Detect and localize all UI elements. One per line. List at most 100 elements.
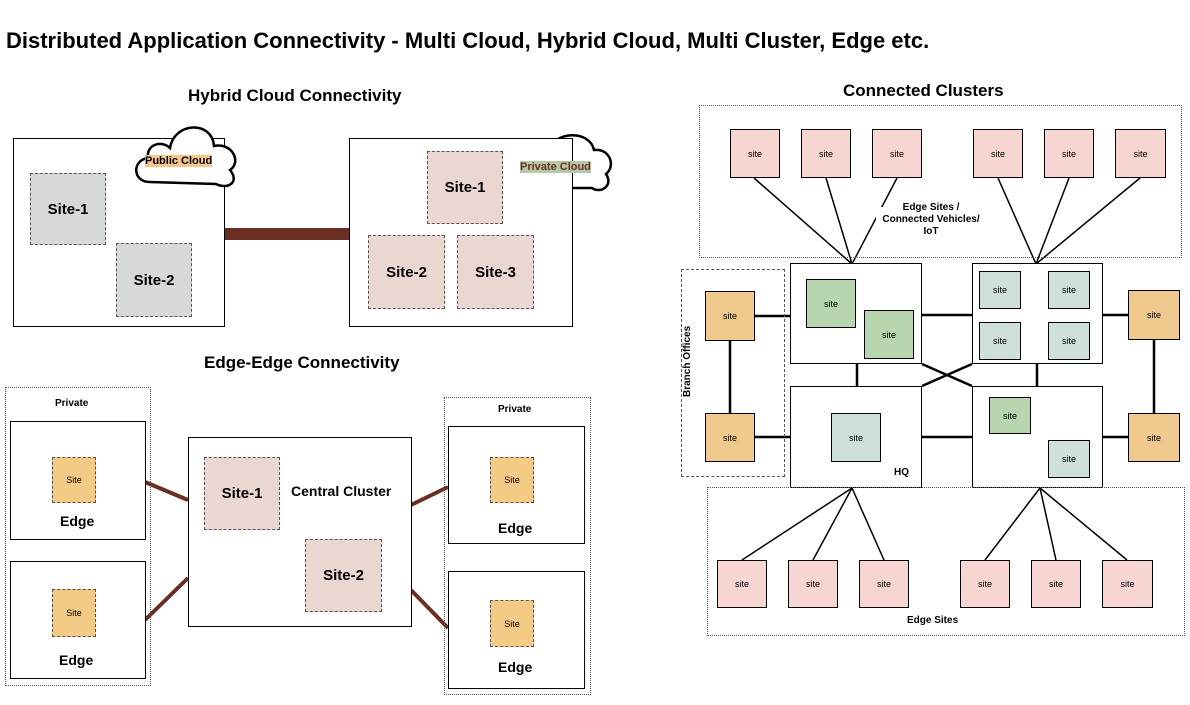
site-label: site (1061, 148, 1076, 159)
top-site-links (753, 177, 1141, 265)
bottom-site-2: site (788, 560, 838, 608)
branch-offices-group (681, 269, 785, 477)
right-site-2: site (1128, 413, 1180, 462)
left-edge-bottom-label: Edge (59, 652, 94, 668)
site-label: site (1002, 410, 1017, 421)
site-label: site (818, 148, 833, 159)
left-private-label: Private (55, 398, 89, 409)
site-label: Site (66, 475, 82, 485)
hybrid-right-site-2: Site-2 (368, 235, 445, 309)
right-private-label: Private (498, 404, 532, 415)
hybrid-title: Hybrid Cloud Connectivity (188, 86, 402, 105)
top-site-5: site (1044, 129, 1094, 178)
right-edge-top-label: Edge (498, 520, 533, 536)
top-site-3: site (872, 129, 922, 178)
central-site-2: Site-2 (305, 539, 382, 612)
edge-link-bottom-left (143, 576, 190, 622)
site-label: site (992, 336, 1007, 346)
site-label: Site-2 (386, 263, 427, 281)
site-label: Site-1 (221, 485, 263, 502)
site-label: Site-1 (47, 200, 89, 218)
site-label: site (992, 285, 1007, 295)
cluster-tl-site-2: site (864, 310, 914, 359)
left-edge-bottom-site: Site (52, 589, 96, 637)
right-site-1: site (1128, 290, 1180, 340)
site-label: site (1048, 579, 1063, 589)
site-label: Site (504, 618, 520, 629)
site-label: site (876, 579, 891, 589)
site-label: Site-2 (323, 567, 364, 584)
cluster-tr-site-1: site (979, 271, 1021, 309)
site-label: Site-3 (475, 263, 516, 281)
site-label: site (1146, 432, 1161, 443)
edge-sites-bottom-group (707, 487, 1185, 636)
bottom-site-3: site (859, 560, 909, 608)
site-label: site (1061, 336, 1076, 346)
right-edge-top-site: Site (490, 457, 534, 503)
right-edge-bottom-label: Edge (498, 659, 533, 675)
hybrid-link (224, 228, 350, 240)
hybrid-left-site-1: Site-1 (30, 173, 106, 245)
left-edge-top-site: Site (52, 457, 96, 503)
hybrid-left-site-2: Site-2 (116, 243, 192, 317)
top-site-4: site (973, 129, 1023, 178)
bottom-site-5: site (1031, 560, 1081, 608)
top-site-6: site (1115, 129, 1166, 178)
cluster-tl-site-1: site (806, 279, 856, 328)
left-private-group (5, 387, 151, 686)
central-cluster-label: Central Cluster (291, 483, 392, 499)
bottom-site-6: site (1102, 560, 1153, 608)
main-title: Distributed Application Connectivity - M… (6, 28, 930, 53)
site-label: site (881, 329, 896, 340)
right-edge-bottom-site: Site (490, 600, 534, 647)
site-label: Site-2 (133, 271, 175, 289)
hq-label: HQ (894, 467, 909, 478)
edge-link-bottom-right (409, 588, 450, 630)
top-site-1: site (730, 129, 780, 178)
edge-sites-label: Edge Sites (907, 615, 959, 626)
site-label: site (1061, 454, 1076, 464)
cluster-tr-site-4: site (1048, 322, 1090, 360)
cluster-br-site-1: site (989, 397, 1031, 434)
cluster-tr-site-3: site (979, 322, 1021, 360)
edge-sites-top-group (699, 105, 1182, 258)
site-label: site (1061, 285, 1076, 295)
left-edge-top-label: Edge (60, 513, 95, 529)
site-label: site (747, 148, 762, 159)
bottom-site-1: site (717, 560, 767, 608)
site-label: site (990, 148, 1005, 159)
site-label: site (889, 148, 904, 159)
site-label: site (722, 311, 737, 321)
site-label: site (1120, 579, 1135, 589)
branch-site-2: site (705, 413, 755, 462)
site-label: site (1146, 310, 1161, 320)
cluster-br-site-2: site (1048, 440, 1090, 478)
public-cloud-label: Public Cloud (145, 155, 213, 167)
branch-site-1: site (705, 291, 755, 341)
cluster-tr-site-2: site (1048, 271, 1090, 309)
edge-sites-connected-label: Edge Sites / Connected Vehicles/ IoT (876, 202, 986, 237)
central-site-1: Site-1 (204, 457, 280, 530)
site-label: site (805, 579, 820, 589)
site-label: site (722, 432, 737, 443)
hybrid-right-site-3: Site-3 (457, 235, 534, 309)
site-label: site (1133, 148, 1148, 159)
edge-link-top-right (410, 485, 449, 507)
top-site-2: site (801, 129, 851, 178)
right-private-group (444, 397, 591, 695)
site-label: site (977, 579, 992, 589)
branch-offices-label: Branch Offices (682, 325, 693, 397)
site-label: site (848, 432, 863, 443)
cluster-hq-site: site (831, 413, 881, 462)
bottom-site-4: site (960, 560, 1010, 608)
private-cloud-label: Private Cloud (520, 161, 591, 173)
site-label: Site (504, 475, 520, 485)
hybrid-right-site-1: Site-1 (427, 151, 503, 224)
edge-edge-title: Edge-Edge Connectivity (204, 353, 400, 372)
site-label: site (734, 579, 749, 589)
site-label: site (823, 298, 838, 309)
site-label: Site (66, 608, 82, 618)
connected-title: Connected Clusters (843, 81, 1004, 100)
site-label: Site-1 (444, 179, 486, 196)
